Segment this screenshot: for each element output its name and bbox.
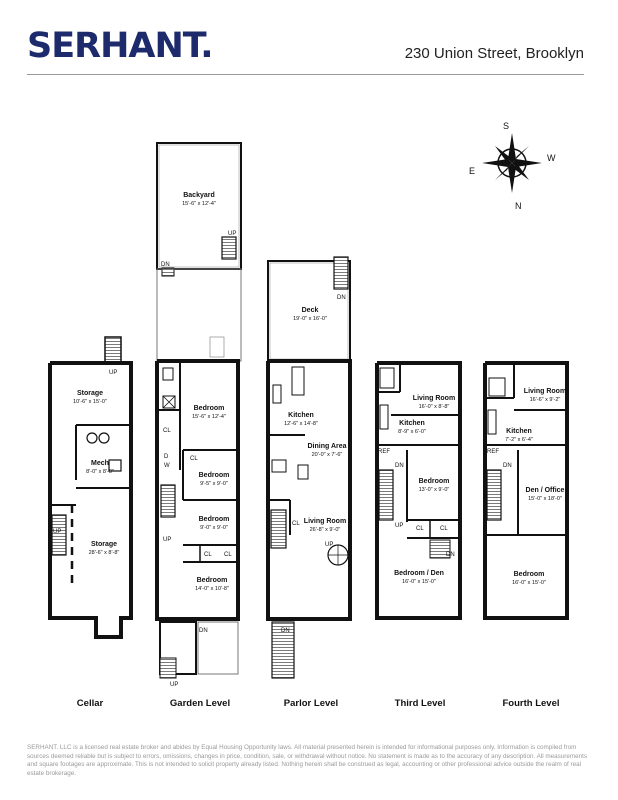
- fourth-room-name: Living Room: [524, 388, 566, 395]
- third-cl-mark: CL: [416, 526, 424, 532]
- cellar-room-name: Storage: [91, 541, 117, 548]
- fourth-room-name: Kitchen: [506, 428, 532, 435]
- garden-dn-mark: DN: [161, 262, 170, 268]
- fourth-room-name: Bedroom: [514, 571, 545, 578]
- third-room-name: Living Room: [413, 395, 455, 402]
- garden-level-plan: [155, 142, 242, 679]
- third-level-plan: [375, 361, 462, 620]
- level-label-parlor: Parlor Level: [283, 698, 339, 709]
- fourth-level-plan: [483, 361, 569, 620]
- parlor-room-dims: 12'-6" x 14'-8": [284, 421, 318, 427]
- parlor-room-name: Deck: [302, 307, 319, 314]
- third-room-dims: 13'-0" x 9'-0": [419, 487, 450, 493]
- compass-w: W: [547, 153, 556, 163]
- parlor-room-dims: 26'-8" x 9'-0": [310, 527, 341, 533]
- garden-room-dims: 9'-0" x 9'-0": [200, 525, 228, 531]
- garden-room-name: Bedroom: [199, 516, 230, 523]
- garden-cl-mark: CL: [224, 552, 232, 558]
- garden-d-mark: D: [164, 454, 169, 460]
- fourth-room-dims: 7'-2" x 6'-4": [505, 437, 533, 443]
- third-up-mark: UP: [395, 523, 403, 529]
- third-room-name: Bedroom / Den: [394, 570, 444, 577]
- garden-room-name: Bedroom: [194, 405, 225, 412]
- parlor-up-mark: UP: [325, 542, 333, 548]
- garden-room-dims: 15'-6" x 12'-4": [192, 414, 226, 420]
- garden-room-name: Bedroom: [197, 577, 228, 584]
- fourth-ref-mark: REF: [487, 449, 499, 455]
- cellar-room-dims: 8'-0" x 8'-8": [86, 469, 114, 475]
- parlor-dn-mark: DN: [337, 295, 346, 301]
- third-room-name: Bedroom: [419, 478, 450, 485]
- parlor-dn-mark: DN: [281, 628, 290, 634]
- legal-disclaimer: SERHANT. LLC is a licensed real estate b…: [27, 744, 587, 777]
- third-ref-mark: REF: [378, 449, 390, 455]
- garden-up-mark: UP: [170, 682, 178, 688]
- cellar-room-dims: 28'-6" x 8'-8": [89, 550, 120, 556]
- third-dn-mark: DN: [446, 552, 455, 558]
- compass-n: N: [515, 201, 522, 211]
- third-dn-mark: DN: [395, 463, 404, 469]
- level-label-garden: Garden Level: [169, 698, 231, 709]
- garden-room-dims: 14'-0" x 10'-8": [195, 586, 229, 592]
- level-label-third: Third Level: [394, 698, 446, 709]
- parlor-room-dims: 20'-0" x 7'-6": [312, 452, 343, 458]
- cellar-up-mark: UP: [53, 529, 61, 535]
- parlor-room-name: Dining Area: [307, 443, 346, 450]
- level-label-fourth: Fourth Level: [502, 698, 560, 709]
- cellar-room-name: Storage: [77, 390, 103, 397]
- garden-room-name: Backyard: [183, 192, 215, 199]
- third-room-name: Kitchen: [399, 420, 425, 427]
- header-divider: [27, 74, 584, 75]
- garden-dn-mark: DN: [199, 628, 208, 634]
- parlor-room-name: Kitchen: [288, 412, 314, 419]
- parlor-cl-mark: CL: [292, 521, 300, 527]
- garden-w-mark: W: [164, 463, 170, 469]
- cellar-plan: [48, 336, 133, 639]
- level-label-cellar: Cellar: [76, 698, 104, 709]
- parlor-room-dims: 19'-0" x 16'-0": [293, 316, 327, 322]
- third-cl-mark: CL: [440, 526, 448, 532]
- cellar-room-name: Mech: [91, 460, 109, 467]
- fourth-room-name: Den / Office: [526, 487, 565, 494]
- serhant-logo: SERHANT.: [27, 26, 214, 66]
- fourth-room-dims: 16'-0" x 15'-0": [512, 580, 546, 586]
- compass-s: S: [503, 121, 509, 131]
- parlor-level-plan: [266, 256, 352, 679]
- cellar-up-mark: UP: [109, 370, 117, 376]
- garden-room-dims: 9'-5" x 9'-0": [200, 481, 228, 487]
- fourth-room-dims: 16'-6" x 9'-2": [530, 397, 561, 403]
- cellar-room-dims: 10'-6" x 15'-0": [73, 399, 107, 405]
- fourth-room-dims: 15'-0" x 18'-0": [528, 496, 562, 502]
- garden-cl-mark: CL: [163, 428, 171, 434]
- garden-room-name: Bedroom: [199, 472, 230, 479]
- garden-up-mark: UP: [163, 537, 171, 543]
- property-address: 230 Union Street, Brooklyn: [404, 45, 584, 62]
- garden-room-dims: 15'-6" x 12'-4": [182, 201, 216, 207]
- parlor-room-name: Living Room: [304, 518, 346, 525]
- compass-rose-icon: S W N E: [469, 121, 556, 211]
- garden-cl-mark: CL: [190, 456, 198, 462]
- compass-e: E: [469, 166, 475, 176]
- third-room-dims: 16'-0" x 15'-0": [402, 579, 436, 585]
- third-room-dims: 8'-9" x 6'-0": [398, 429, 426, 435]
- fourth-dn-mark: DN: [503, 463, 512, 469]
- garden-cl-mark: CL: [204, 552, 212, 558]
- garden-up-mark: UP: [228, 231, 236, 237]
- third-room-dims: 16'-0" x 8'-8": [419, 404, 450, 410]
